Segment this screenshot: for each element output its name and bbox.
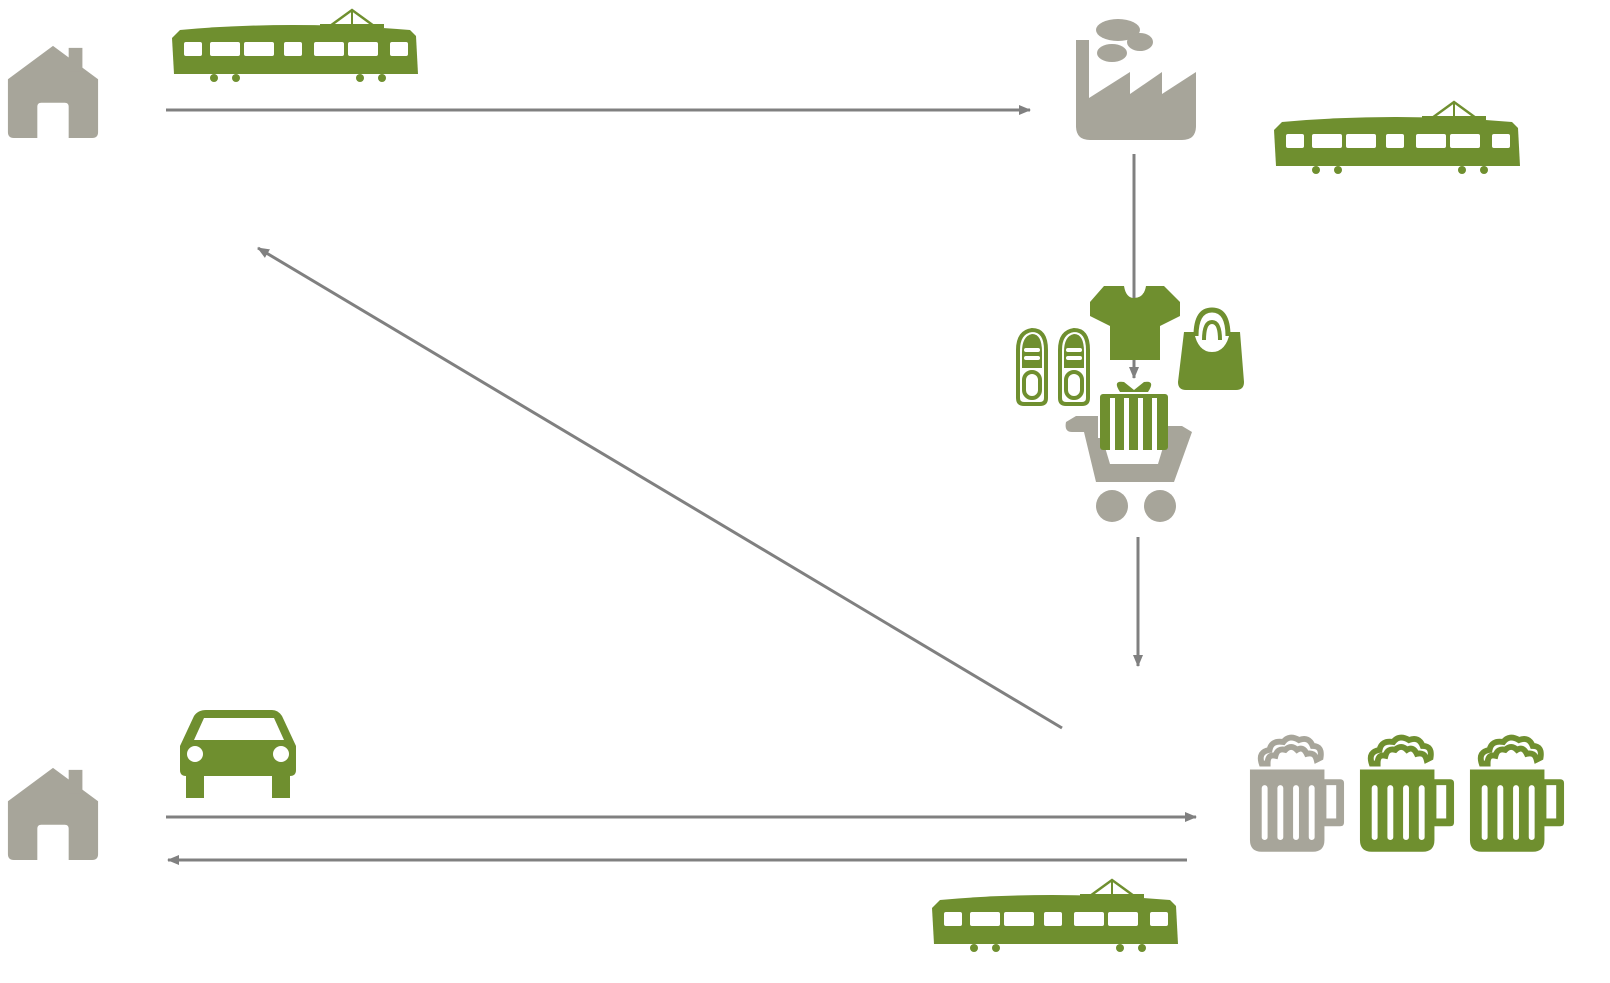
handbag-icon [1178,307,1244,390]
arrows [166,105,1197,865]
gift-icon [1100,381,1168,450]
house-icon [7,767,99,861]
tram-icon [930,878,1180,954]
factory-icon [1076,19,1196,140]
tram-icon [170,8,420,84]
shoes-icon [1016,327,1090,406]
beer-mug-icon [1360,738,1454,852]
house-icon [7,45,99,139]
arrow-pub-to-home-top [257,246,1063,730]
beer-mug-icon [1250,738,1344,852]
beer-mug-icon [1470,738,1564,852]
car-icon [180,710,296,798]
tshirt-icon [1090,286,1180,360]
tram-icon [1272,100,1522,176]
